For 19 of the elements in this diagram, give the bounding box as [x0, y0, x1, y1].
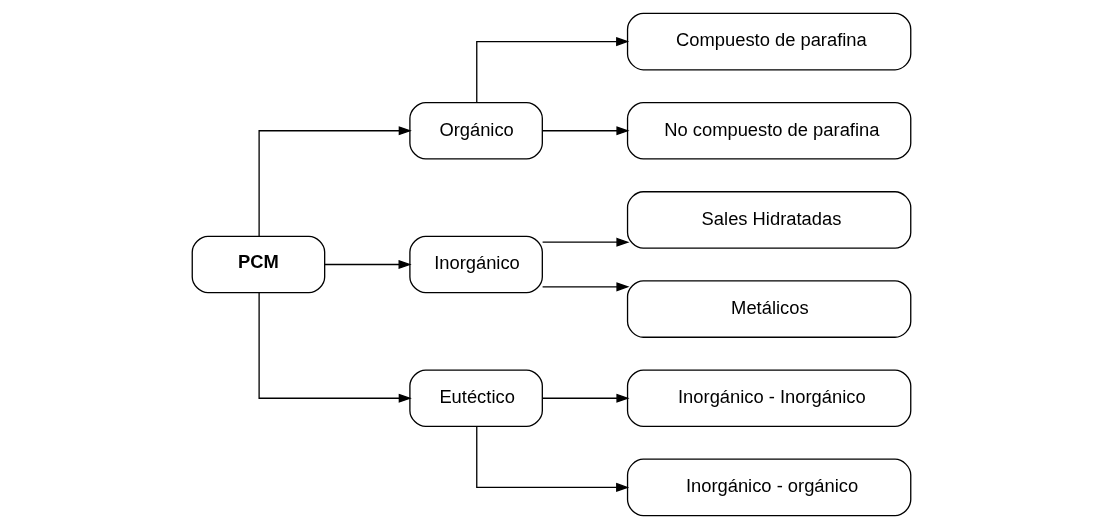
- node-box: Inorgánico: [408, 235, 543, 294]
- arrow: [475, 425, 629, 492]
- arrow: [541, 393, 629, 403]
- node-box: Orgánico: [408, 101, 543, 160]
- arrow: [257, 292, 412, 403]
- node-box: Sales Hidratadas: [626, 191, 911, 249]
- node-box: PCM: [191, 235, 325, 294]
- node-box: Metálicos: [626, 280, 911, 338]
- arrow: [323, 259, 412, 270]
- node-box: No compuesto de parafina: [626, 101, 911, 160]
- arrow: [541, 126, 629, 136]
- node-box: Compuesto de parafina: [626, 12, 911, 71]
- arrow: [257, 126, 412, 237]
- arrow: [475, 37, 629, 104]
- arrow: [541, 237, 629, 247]
- arrow: [541, 282, 629, 292]
- node-box: Inorgánico - orgánico: [626, 458, 911, 517]
- node-box: Eutéctico: [408, 369, 543, 428]
- node-box: Inorgánico - Inorgánico: [626, 369, 911, 428]
